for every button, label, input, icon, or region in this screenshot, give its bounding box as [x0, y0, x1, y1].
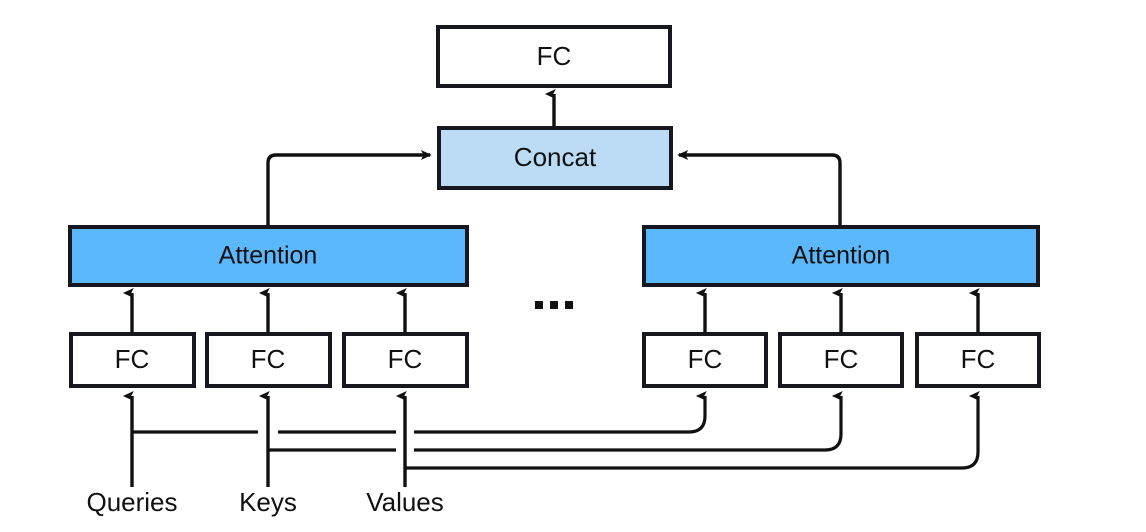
output-fc-box[interactable]	[436, 25, 672, 88]
node-concat[interactable]: Concat	[437, 126, 673, 190]
fc-right-3-box[interactable]	[915, 332, 1041, 388]
wire-attention-left-to-concat	[266, 150, 432, 227]
node-fc-left-3[interactable]: FC	[342, 332, 469, 388]
node-attention-left[interactable]: Attention	[68, 225, 469, 287]
node-fc-right-1[interactable]: FC	[642, 332, 768, 388]
node-fc-right-2[interactable]: FC	[778, 332, 904, 388]
node-fc-left-2[interactable]: FC	[205, 332, 332, 388]
concat-label: Concat	[514, 142, 597, 172]
fc-right-2-box[interactable]	[778, 332, 904, 388]
fc-left-2-box[interactable]	[205, 332, 332, 388]
ellipsis-dot-1	[535, 301, 543, 309]
fc-right-1-label: FC	[688, 344, 723, 374]
attention-right-box[interactable]	[642, 225, 1040, 287]
node-fc-left-1[interactable]: FC	[69, 332, 196, 388]
fc-right-3-label: FC	[961, 344, 996, 374]
attention-left-box[interactable]	[68, 225, 469, 287]
wire-values-to-fc-right-3	[405, 390, 980, 470]
node-output-fc[interactable]: FC	[436, 25, 672, 88]
ellipsis-more-heads	[535, 301, 573, 309]
ellipsis-dot-3	[565, 301, 573, 309]
ellipsis-dot-2	[550, 301, 558, 309]
fc-right-1-box[interactable]	[642, 332, 768, 388]
node-attention-right[interactable]: Attention	[642, 225, 1040, 287]
input-label-queries: Queries	[86, 487, 177, 517]
input-label-keys: Keys	[239, 487, 297, 517]
attention-left-label: Attention	[219, 242, 318, 270]
input-label-values: Values	[366, 487, 444, 517]
attention-right-label: Attention	[792, 242, 891, 270]
node-fc-right-3[interactable]: FC	[915, 332, 1041, 388]
concat-box[interactable]	[437, 126, 673, 190]
fc-left-1-box[interactable]	[69, 332, 196, 388]
fc-left-3-box[interactable]	[342, 332, 469, 388]
wire-keys-to-fc-right-2	[414, 390, 843, 452]
fc-left-3-label: FC	[388, 344, 423, 374]
fc-right-2-label: FC	[824, 344, 859, 374]
wire-attention-right-to-concat	[677, 149, 842, 227]
fc-left-1-label: FC	[115, 344, 150, 374]
wire-queries-to-fc-right-1	[414, 390, 707, 434]
output-fc-label: FC	[537, 41, 572, 71]
fc-left-2-label: FC	[251, 344, 286, 374]
